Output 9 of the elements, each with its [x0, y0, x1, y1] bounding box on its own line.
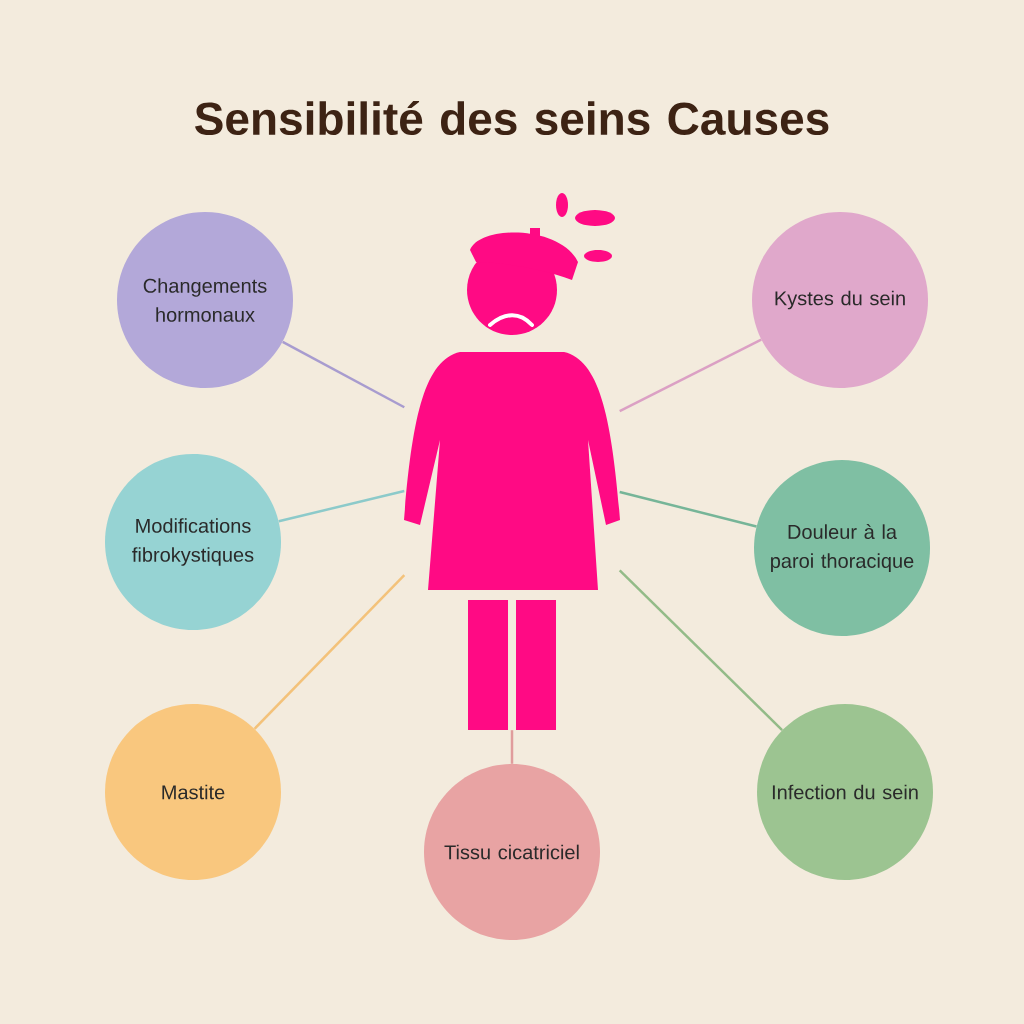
connector-line [510, 730, 514, 764]
connector-line [278, 489, 405, 523]
connector-line [619, 338, 762, 413]
connector-line [619, 490, 757, 528]
connector-line [253, 574, 406, 730]
connector-line [282, 340, 405, 409]
woman-figure-drawing [404, 193, 620, 730]
connector-line [618, 569, 783, 732]
title: Sensibilité des seins Causes [195, 100, 829, 136]
